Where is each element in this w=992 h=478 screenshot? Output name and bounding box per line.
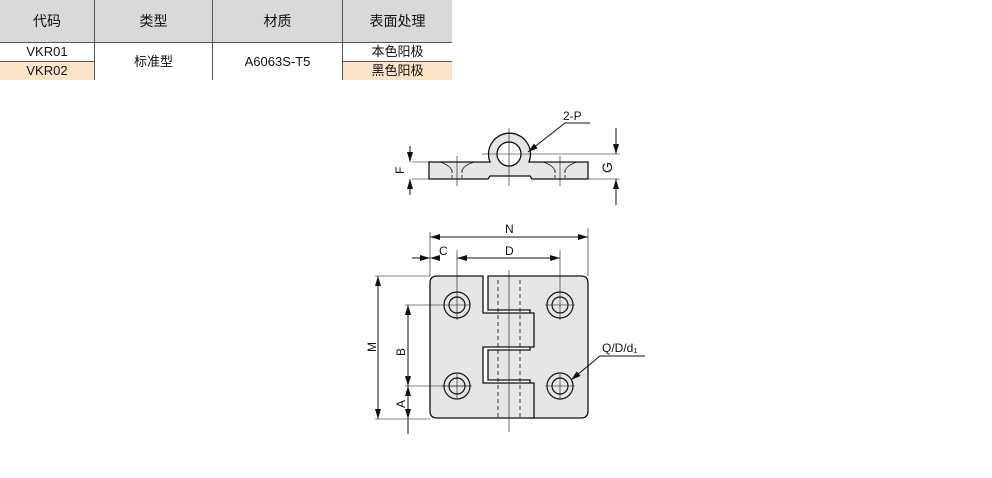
label-g: G [599, 162, 615, 173]
label-f: F [393, 167, 407, 174]
label-n: N [505, 222, 514, 236]
label-c: C [439, 244, 448, 258]
header-material: 材质 [212, 0, 343, 43]
top-view [375, 228, 645, 434]
label-q-d-d1: Q/D/d₁ [602, 341, 637, 355]
header-finish: 表面处理 [342, 0, 452, 43]
cell-type: 标准型 [94, 42, 213, 80]
cell-finish: 黑色阳极 [342, 61, 452, 80]
table-header: 代码 类型 材质 表面处理 [0, 0, 452, 43]
header-code: 代码 [0, 0, 95, 43]
label-a: A [394, 400, 408, 408]
spec-table: 代码 类型 材质 表面处理 VKR01 标准型 A6063S-T5 本色阳极 V… [0, 0, 452, 80]
cell-code: VKR02 [0, 61, 95, 80]
side-view [407, 122, 620, 205]
cell-material: A6063S-T5 [212, 42, 343, 80]
table-row: VKR02 黑色阳极 [0, 61, 452, 80]
header-type: 类型 [94, 0, 213, 43]
label-2p: 2-P [563, 109, 582, 123]
label-d: D [505, 244, 514, 258]
label-b: B [394, 348, 408, 356]
cell-finish: 本色阳极 [342, 42, 452, 62]
table-row: VKR01 标准型 A6063S-T5 本色阳极 [0, 42, 452, 80]
label-m: M [365, 342, 379, 352]
cell-code: VKR01 [0, 42, 95, 62]
